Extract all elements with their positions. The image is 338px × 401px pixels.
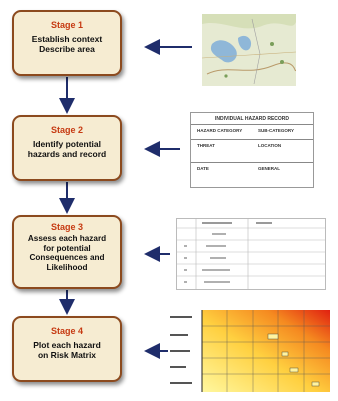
register-field: HAZARD CATEGORY: [197, 128, 243, 133]
stage-text-line: Identify potential: [33, 139, 101, 149]
stage-text-line: Establish context: [31, 34, 103, 44]
stage-text-line: Likelihood: [46, 262, 88, 272]
stage-text-line: Consequences and: [29, 253, 105, 263]
stage-text-line: on Risk Matrix: [37, 350, 97, 360]
area-map-image: [202, 14, 296, 86]
stage-title: Stage 3: [50, 222, 83, 232]
register-field: SUB-CATEGORY: [258, 128, 294, 133]
stage-text-line: for potential: [43, 243, 91, 253]
assessment-table-image: [176, 218, 326, 290]
stage-title: Stage 4: [50, 326, 83, 336]
stage-3-box: Stage 3 Assess each hazard for potential…: [12, 215, 122, 289]
stage-text-line: Assess each hazard: [27, 234, 107, 243]
register-field: THREAT: [197, 143, 215, 148]
hazard-record-form-image: INDIVIDUAL HAZARD RECORD HAZARD CATEGORY…: [190, 112, 314, 188]
stage-text-line: hazards and record: [27, 149, 107, 159]
stage-text-line: Plot each hazard: [33, 340, 101, 350]
register-field: DATE: [197, 166, 209, 171]
hazard-record-title: INDIVIDUAL HAZARD RECORD: [214, 116, 290, 122]
register-field: GENERAL: [258, 166, 281, 171]
stage-title: Stage 2: [50, 125, 83, 135]
stage-4-box: Stage 4 Plot each hazard on Risk Matrix: [12, 316, 122, 382]
register-field: LOCATION: [258, 143, 282, 148]
stage-text-line: Describe area: [39, 44, 95, 54]
risk-matrix-image: [170, 310, 330, 392]
stage-2-box: Stage 2 Identify potential hazards and r…: [12, 115, 122, 181]
stage-title: Stage 1: [50, 20, 83, 30]
stage-1-box: Stage 1 Establish context Describe area: [12, 10, 122, 76]
